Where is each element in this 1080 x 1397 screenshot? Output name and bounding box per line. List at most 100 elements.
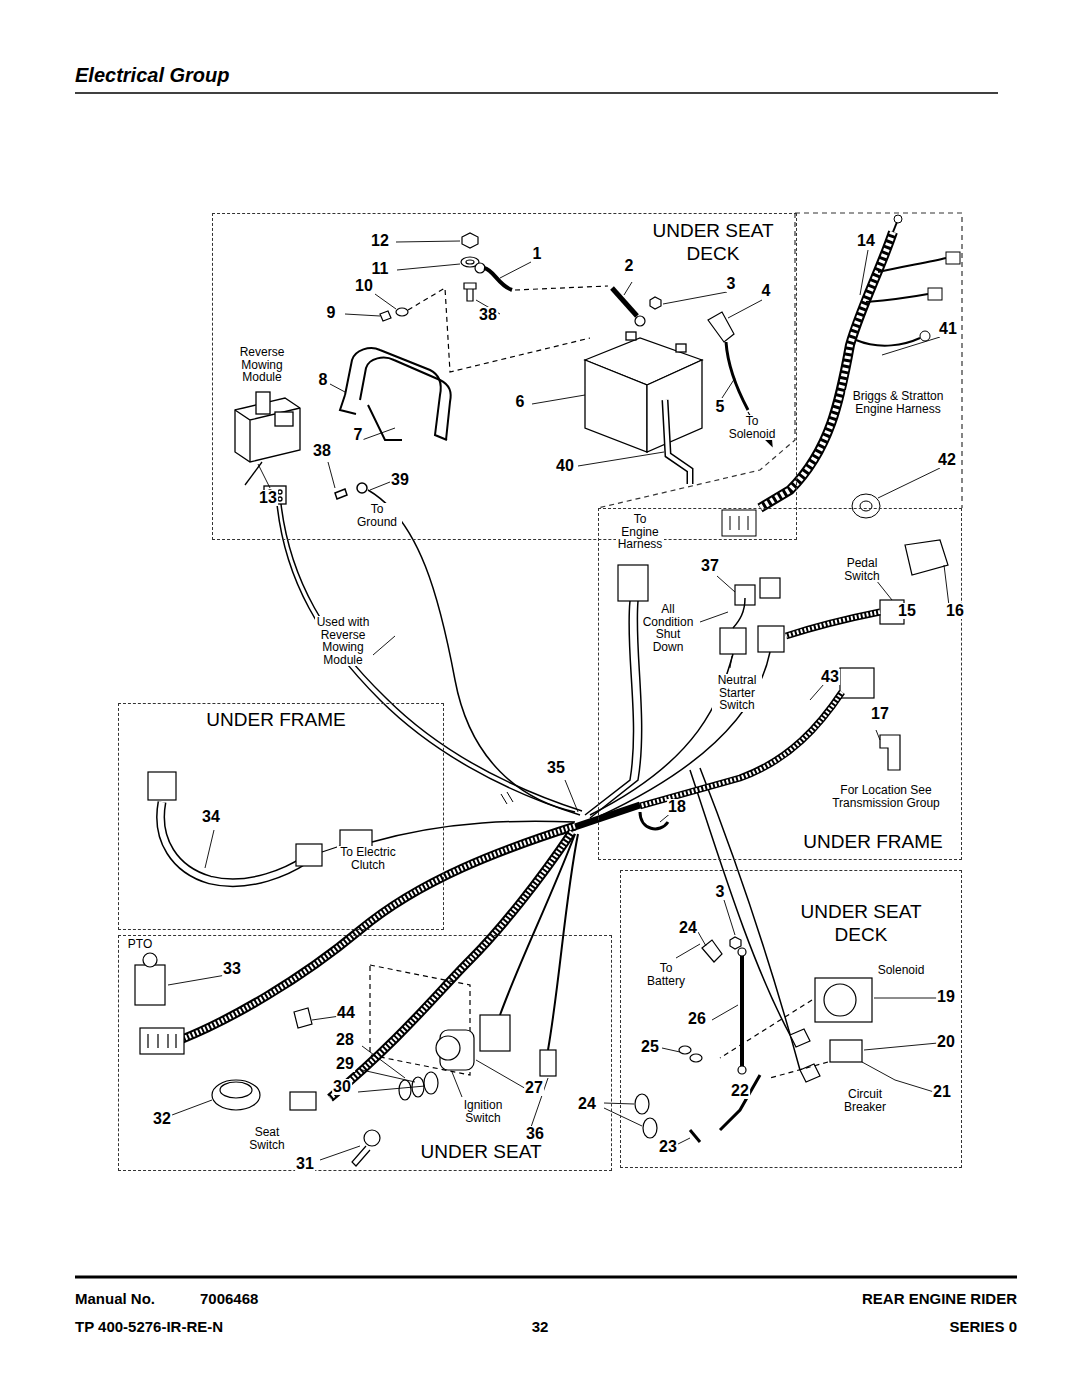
callout-number: 13 — [258, 490, 278, 506]
leader-line — [864, 1043, 938, 1050]
region-box: UNDER SEAT DECK — [212, 213, 797, 540]
callout-number: 32 — [152, 1111, 172, 1127]
switch — [212, 1080, 260, 1110]
leader-line — [712, 1005, 738, 1020]
solenoid — [720, 1000, 812, 1058]
leader-line — [397, 264, 460, 270]
rule-line — [75, 92, 998, 94]
callout-number: 44 — [336, 1005, 356, 1021]
leader-line — [876, 730, 880, 740]
solenoid — [824, 984, 856, 1016]
region-label: UNDER FRAME — [801, 831, 944, 854]
callout-number: 30 — [332, 1079, 352, 1095]
solenoid-cable — [690, 1130, 700, 1142]
battery-cable — [464, 283, 476, 301]
grommet — [860, 501, 872, 511]
battery-bracket — [368, 405, 402, 440]
callout-number: 40 — [555, 458, 575, 474]
connector — [618, 565, 648, 601]
part-label: Used with Reverse Mowing Module — [315, 616, 371, 666]
battery-cable — [726, 342, 748, 410]
region-label: UNDER SEAT DECK — [784, 901, 938, 947]
callout-number: 35 — [546, 760, 566, 776]
connector — [640, 812, 668, 829]
leader-line — [878, 468, 940, 498]
switch — [140, 1028, 184, 1054]
switch — [352, 1146, 370, 1166]
callout-number: 6 — [515, 394, 526, 410]
solenoid-cable — [720, 1075, 760, 1130]
wire — [277, 504, 580, 815]
coiled-wire — [180, 826, 575, 1040]
callout-number: 24 — [577, 1096, 597, 1112]
leader-line — [452, 1072, 462, 1097]
coiled-wire — [330, 832, 572, 1098]
leader-line — [358, 1086, 425, 1092]
leader-line — [500, 262, 531, 278]
engine-harness — [878, 258, 946, 272]
part-label: Neutral Starter Switch — [712, 674, 762, 712]
battery-cable — [380, 311, 391, 321]
solenoid-cable — [690, 1054, 702, 1062]
wire — [357, 483, 367, 493]
battery — [647, 360, 702, 452]
callout-number: 14 — [856, 233, 876, 249]
part-label: All Condition Shut Down — [641, 603, 695, 653]
callout-number: 39 — [390, 472, 410, 488]
footer-text: 7006468 — [200, 1290, 258, 1308]
solenoid-cable — [702, 940, 722, 962]
battery-cable — [635, 316, 645, 326]
callout-number: 22 — [730, 1083, 750, 1099]
callout-number: 25 — [640, 1039, 660, 1055]
connector — [880, 735, 900, 770]
solenoid-cable — [643, 1118, 657, 1138]
part-label: Circuit Breaker — [840, 1088, 890, 1113]
engine-harness — [894, 215, 902, 223]
leader-line — [662, 1048, 680, 1052]
engine-harness — [856, 338, 920, 346]
clutch-wire — [296, 844, 322, 866]
solenoid — [830, 1040, 862, 1062]
coiled-wire — [180, 826, 578, 1098]
leader-line — [375, 294, 396, 309]
switch — [436, 1036, 460, 1060]
engine-harness — [928, 288, 942, 300]
wire — [733, 598, 745, 628]
callout-number: 38 — [478, 307, 498, 323]
battery-cable — [462, 233, 478, 248]
rule-line — [75, 93, 1017, 1277]
battery-cable — [612, 288, 637, 316]
part-label: Seat Switch — [247, 1126, 287, 1151]
part-label: Solenoid — [878, 964, 925, 977]
coiled-wire — [330, 832, 572, 1098]
leader-line — [362, 428, 395, 440]
reverse-mowing-module — [245, 462, 262, 485]
footer-text: REAR ENGINE RIDER — [862, 1290, 1017, 1308]
callout-number: 19 — [936, 989, 956, 1005]
callout-number: 33 — [222, 961, 242, 977]
leader-line — [578, 452, 664, 466]
solenoid-cable — [740, 955, 744, 1068]
leader-line — [476, 1060, 528, 1090]
callout-number: 34 — [201, 809, 221, 825]
callout-number: 1 — [532, 246, 543, 262]
leader-line — [320, 1146, 360, 1160]
switch — [294, 1008, 312, 1028]
callout-number: 36 — [525, 1126, 545, 1142]
leader-line — [624, 282, 632, 295]
coiled-wire — [786, 612, 880, 636]
switch — [290, 1092, 316, 1110]
connector — [760, 578, 780, 598]
callout-number: 21 — [932, 1084, 952, 1100]
leader-line — [258, 464, 270, 488]
callout-number: 9 — [326, 305, 337, 321]
connector — [905, 540, 948, 575]
region-box: UNDER SEAT DECK — [620, 870, 962, 1168]
callout-number: 2 — [624, 258, 635, 274]
region-box: UNDER FRAME — [118, 703, 444, 930]
solenoid-cable — [679, 1046, 691, 1054]
leader-line — [328, 462, 335, 488]
battery — [676, 344, 686, 352]
